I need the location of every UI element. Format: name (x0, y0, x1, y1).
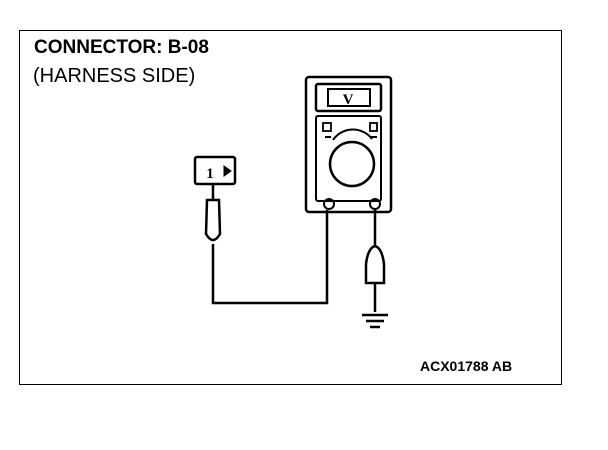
terminal-arrow-icon (223, 165, 232, 177)
diagram-frame (19, 30, 562, 385)
ground-symbol-icon (362, 313, 388, 329)
probe-connector-side (204, 184, 222, 242)
meter-dial (328, 140, 376, 188)
probe-ground-side (364, 210, 386, 312)
connector-b08: 1 (193, 155, 237, 186)
ground-probe-handle (364, 244, 386, 285)
meter-range-arc (332, 128, 373, 141)
connector-title: CONNECTOR: B-08 (34, 37, 209, 58)
probe-handle (204, 198, 222, 242)
meter-range-mark-right (369, 122, 378, 132)
meter-display-window (327, 88, 371, 107)
meter-range-mark-left (322, 122, 332, 132)
figure-id: ACX01788 AB (420, 358, 513, 374)
voltmeter-icon: V (304, 75, 393, 214)
meter-dial-panel (315, 115, 382, 202)
test-lead-wire (211, 210, 329, 305)
connector-housing (193, 155, 237, 186)
harness-side-label: (HARNESS SIDE) (33, 65, 196, 87)
meter-display (314, 82, 383, 113)
connector-pin-label: 1 (206, 166, 214, 182)
meter-terminal-right (369, 198, 381, 210)
meter-terminal-left (323, 198, 335, 210)
meter-mode-symbol: V (343, 92, 354, 108)
meter-body (304, 75, 393, 214)
